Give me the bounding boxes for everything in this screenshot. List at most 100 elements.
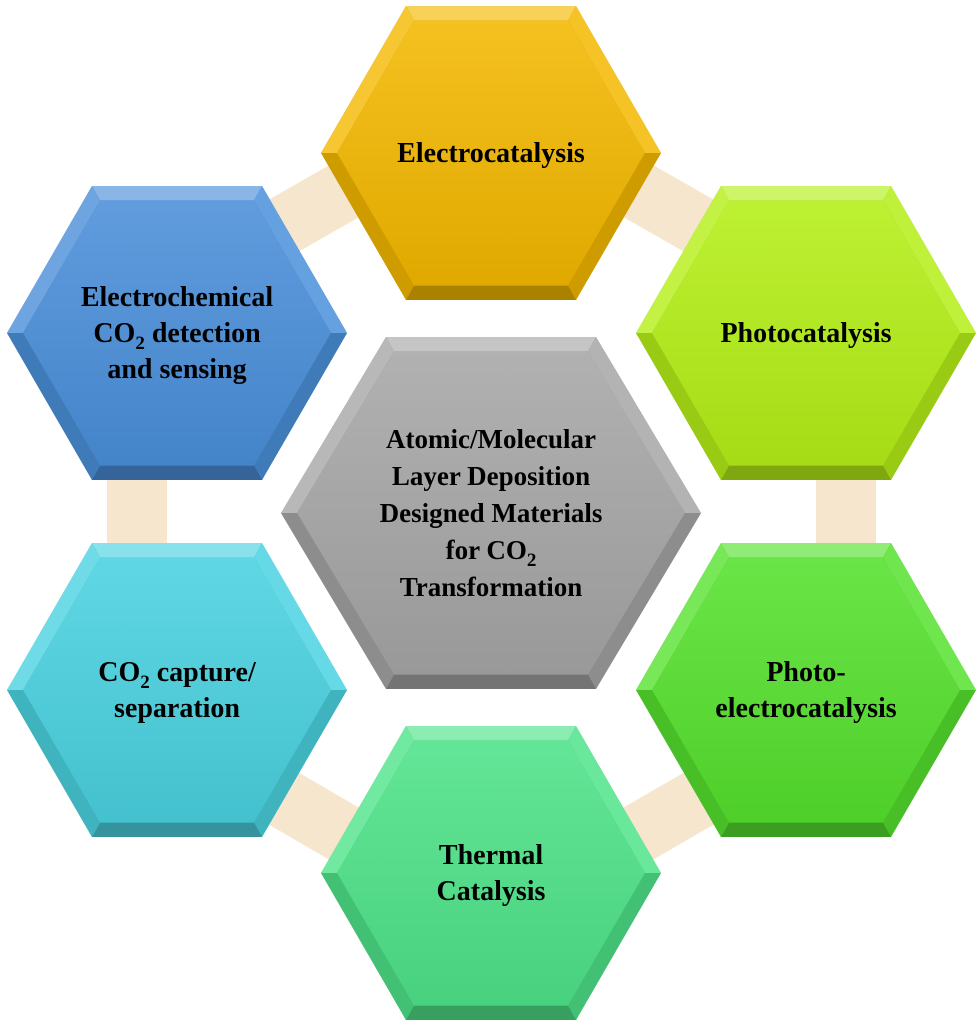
- subscript: 2: [140, 672, 150, 693]
- bevel-facet: [281, 513, 394, 689]
- label-text: Electrocatalysis: [397, 138, 585, 169]
- label-line: Designed Materials: [380, 498, 603, 528]
- bevel-facet: [406, 726, 576, 741]
- label-line: CO2 detection: [93, 318, 261, 354]
- bevel-facet: [92, 465, 262, 480]
- bevel-facet: [7, 543, 100, 690]
- bevel-facet: [636, 333, 729, 480]
- label-text: Electrochemical: [81, 282, 274, 313]
- bevel-facet: [321, 153, 414, 300]
- label-line: separation: [114, 693, 240, 724]
- label-line: Catalysis: [437, 876, 546, 907]
- bevel-facet: [92, 186, 262, 201]
- bevel-facet: [7, 690, 100, 837]
- hexagon-electrocatalysis-label: Electrocatalysis: [397, 138, 585, 169]
- label-text: Atomic/Molecular: [386, 424, 596, 454]
- label-text: Catalysis: [437, 876, 546, 907]
- label-text: and sensing: [107, 354, 246, 385]
- label-line: Electrocatalysis: [397, 138, 585, 169]
- bevel-facet: [883, 333, 976, 480]
- bevel-facet: [721, 543, 891, 558]
- bevel-facet: [883, 690, 976, 837]
- bevel-facet: [588, 337, 701, 513]
- label-line: Thermal: [439, 840, 543, 871]
- bevel-facet: [636, 543, 729, 690]
- bevel-facet: [254, 333, 347, 480]
- hexagons: ElectrocatalysisPhotocatalysisPhoto-elec…: [7, 6, 976, 1020]
- label-line: Electrochemical: [81, 282, 274, 313]
- bevel-facet: [636, 186, 729, 333]
- bevel-facet: [254, 543, 347, 690]
- label-line: Photo-: [766, 657, 845, 688]
- bevel-facet: [636, 690, 729, 837]
- bevel-facet: [568, 873, 661, 1020]
- bevel-facet: [721, 186, 891, 201]
- hexagon-photocatalysis: Photocatalysis: [636, 186, 976, 480]
- hexagon-co2-capture: CO2 capture/separation: [7, 543, 347, 837]
- label-text: Photocatalysis: [720, 318, 891, 349]
- hexagon-photo-electrocatalysis-label: Photo-electrocatalysis: [715, 657, 897, 724]
- label-text: capture/: [150, 657, 257, 688]
- bevel-facet: [386, 337, 596, 352]
- bevel-facet: [92, 543, 262, 558]
- bevel-facet: [386, 674, 596, 689]
- bevel-facet: [883, 186, 976, 333]
- label-text: detection: [145, 318, 261, 349]
- hexagon-photocatalysis-label: Photocatalysis: [720, 318, 891, 349]
- label-text: Photo-: [766, 657, 845, 688]
- label-line: CO2 capture/: [98, 657, 257, 693]
- bevel-facet: [883, 543, 976, 690]
- bevel-facet: [568, 153, 661, 300]
- hexagon-face: [652, 557, 960, 823]
- hexagon-photo-electrocatalysis: Photo-electrocatalysis: [636, 543, 976, 837]
- bevel-facet: [7, 333, 100, 480]
- label-text: electrocatalysis: [715, 693, 897, 724]
- label-text: Layer Deposition: [392, 461, 590, 491]
- bevel-facet: [321, 6, 414, 153]
- label-line: Atomic/Molecular: [386, 424, 596, 454]
- bevel-facet: [568, 6, 661, 153]
- hexagon-face: [337, 20, 645, 286]
- label-text: CO: [98, 657, 140, 688]
- hexagon-electrocatalysis: Electrocatalysis: [321, 6, 661, 300]
- hexagon-co2-capture-label: CO2 capture/separation: [98, 657, 257, 724]
- bevel-facet: [254, 186, 347, 333]
- subscript: 2: [135, 333, 145, 354]
- bevel-facet: [588, 513, 701, 689]
- hexagon-face: [297, 351, 685, 675]
- label-text: Transformation: [400, 572, 583, 602]
- bevel-facet: [721, 465, 891, 480]
- label-text: CO: [93, 318, 135, 349]
- label-line: Transformation: [400, 572, 583, 602]
- bevel-facet: [721, 822, 891, 837]
- bevel-facet: [568, 726, 661, 873]
- label-text: separation: [114, 693, 240, 724]
- bevel-facet: [406, 1005, 576, 1020]
- label-line: and sensing: [107, 354, 246, 385]
- hexagon-face: [23, 200, 331, 466]
- bevel-facet: [321, 726, 414, 873]
- bevel-facet: [281, 337, 394, 513]
- bevel-facet: [7, 186, 100, 333]
- label-line: for CO2: [446, 535, 537, 571]
- bevel-facet: [321, 873, 414, 1020]
- hexagon-face: [652, 200, 960, 466]
- subscript: 2: [527, 550, 537, 571]
- label-line: electrocatalysis: [715, 693, 897, 724]
- bevel-facet: [406, 6, 576, 21]
- hexagon-face: [337, 740, 645, 1006]
- label-line: Photocatalysis: [720, 318, 891, 349]
- label-line: Layer Deposition: [392, 461, 590, 491]
- label-text: for CO: [446, 535, 527, 565]
- hexagon-face: [23, 557, 331, 823]
- label-text: Designed Materials: [380, 498, 603, 528]
- bevel-facet: [92, 822, 262, 837]
